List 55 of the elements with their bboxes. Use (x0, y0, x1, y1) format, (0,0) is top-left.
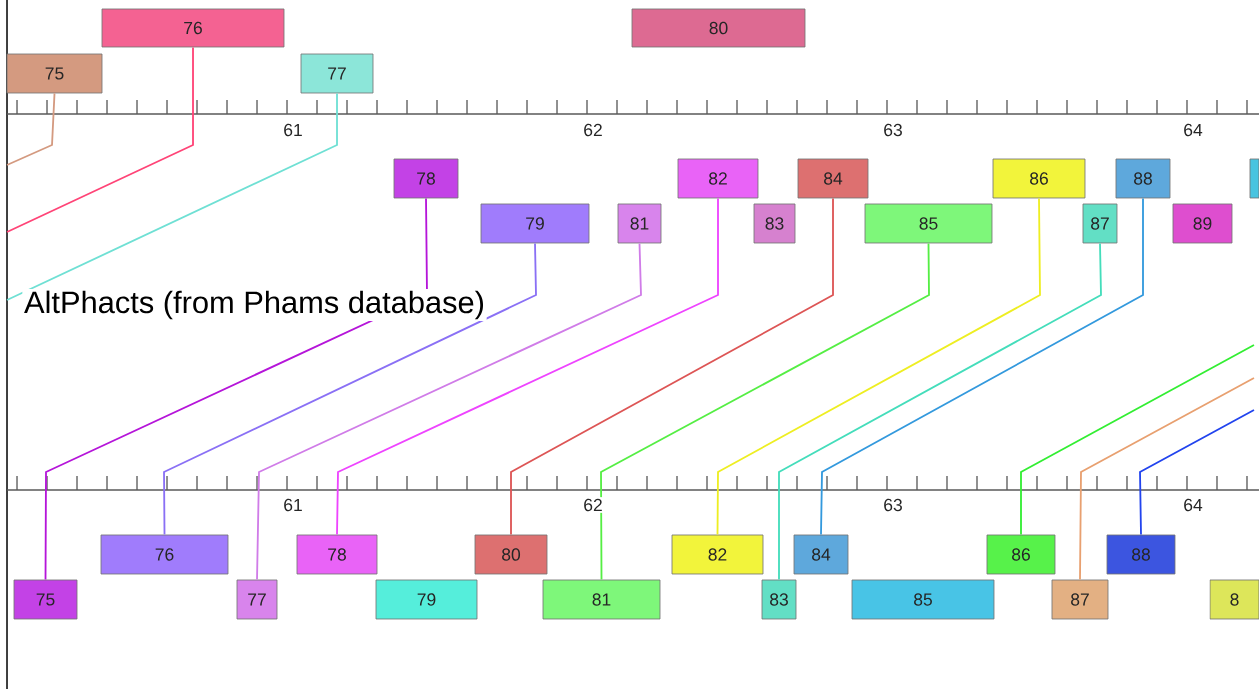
connector-line (820, 197, 1144, 536)
gene-box: 76 (101, 8, 285, 48)
axis-label: 64 (1181, 122, 1205, 138)
connector-line (510, 197, 834, 536)
gene-box: 86 (992, 158, 1086, 199)
connector-line (1079, 377, 1255, 581)
connector-line (716, 197, 1041, 536)
gene-box: 85 (851, 579, 995, 620)
gene-box: 77 (300, 53, 374, 94)
gene-box: 75 (6, 53, 103, 94)
track-title: AltPhacts (from Phams database) (22, 288, 487, 322)
axis-label: 63 (881, 122, 905, 138)
gene-box: 77 (236, 579, 278, 620)
gene-box: 81 (542, 579, 661, 620)
connector-line (6, 92, 338, 301)
gene-box: 8 (1209, 579, 1259, 620)
gene-box: 83 (753, 203, 796, 244)
gene-box: 88 (1106, 534, 1176, 575)
gene-box: 81 (617, 203, 662, 244)
gene-box: 76 (100, 534, 229, 575)
gene-box: 78 (296, 534, 378, 575)
axis-label: 62 (581, 497, 605, 513)
gene-box: 87 (1051, 579, 1109, 620)
axis-label: 63 (881, 497, 905, 513)
connector-line (600, 242, 930, 581)
axis-label: 64 (1181, 497, 1205, 513)
gene-box: 79 (480, 203, 590, 244)
axis-label: 62 (581, 122, 605, 138)
gene-box: 80 (474, 534, 548, 575)
connector-line (778, 242, 1102, 581)
connector-line (163, 242, 537, 536)
gene-box (1249, 158, 1259, 199)
gene-box: 80 (631, 8, 806, 48)
connector-line (44, 197, 428, 581)
connector-line (1139, 409, 1255, 536)
gene-box: 88 (1115, 158, 1171, 199)
connector-line (256, 242, 642, 581)
gene-box: 85 (864, 203, 993, 244)
gene-box: 75 (13, 579, 78, 620)
gene-box: 87 (1082, 203, 1118, 244)
connector-line (6, 92, 56, 166)
connector-line (1020, 344, 1255, 536)
axis-label: 61 (281, 122, 305, 138)
gene-box: 84 (797, 158, 869, 199)
connector-line (336, 197, 719, 536)
gene-box: 84 (793, 534, 849, 575)
gene-box: 83 (761, 579, 797, 620)
gene-box: 82 (671, 534, 764, 575)
connector-line (6, 46, 194, 233)
gene-box: 86 (986, 534, 1056, 575)
gene-box: 78 (393, 158, 459, 199)
gene-box: 79 (375, 579, 478, 620)
axis-label: 61 (281, 497, 305, 513)
gene-box: 82 (677, 158, 759, 199)
gene-box: 89 (1172, 203, 1233, 244)
